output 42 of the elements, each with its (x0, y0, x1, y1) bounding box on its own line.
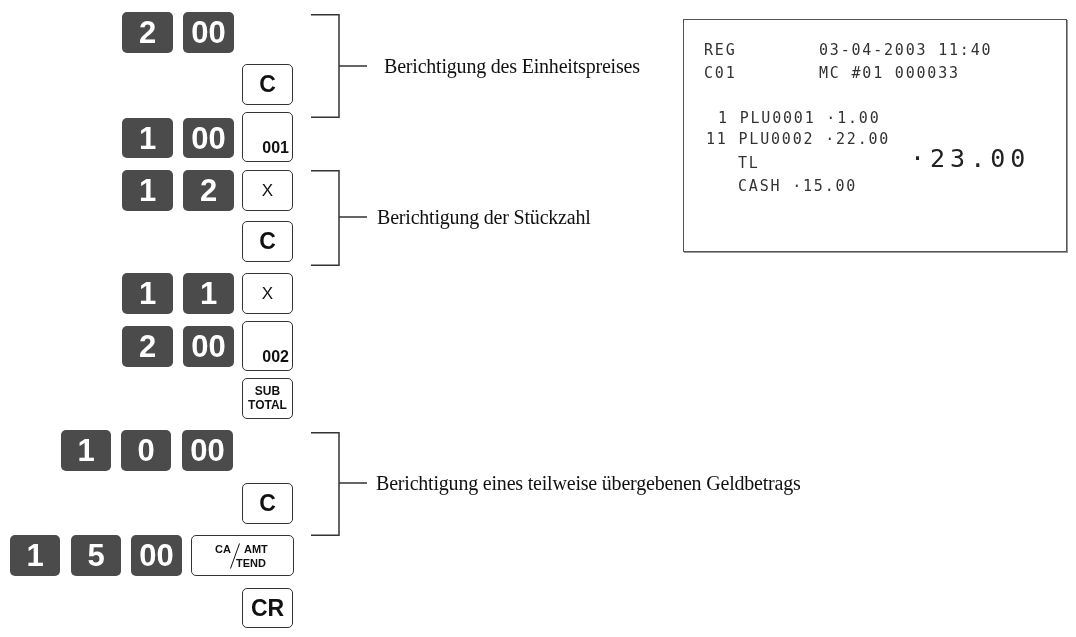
function-key: C (242, 221, 293, 262)
number-key: 00 (182, 430, 233, 471)
number-key: 2 (122, 12, 173, 53)
number-key: 0 (121, 430, 171, 471)
number-key: 5 (71, 535, 121, 576)
function-key: 001 (242, 112, 293, 162)
function-key: C (242, 64, 293, 105)
receipt-text: TL (738, 155, 760, 172)
number-key: 1 (122, 273, 173, 314)
key-legend: CA (215, 544, 231, 555)
annotation: Berichtigung der Stückzahl (377, 205, 591, 229)
annotation: Berichtigung des Einheitspreises (384, 54, 640, 78)
number-key: 2 (122, 326, 173, 367)
receipt-text: 03-04-2003 11:40 (819, 42, 993, 59)
receipt-total: ·23.00 (910, 145, 1031, 173)
function-key: X (242, 170, 293, 211)
receipt (683, 19, 1067, 252)
function-key: 002 (242, 321, 293, 371)
annotation: Berichtigung eines teilweise übergebenen Geldbetrags (376, 471, 801, 495)
key-legend: TEND (236, 558, 266, 569)
number-key: 1 (122, 118, 173, 158)
receipt-text: C01 (704, 65, 737, 82)
function-key (191, 535, 294, 576)
function-key: X (242, 273, 293, 314)
key-legend: AMT (244, 544, 268, 555)
receipt-text: 11 PLU0002 ·22.00 (706, 131, 891, 148)
number-key: 00 (183, 118, 234, 158)
number-key: 00 (131, 535, 182, 576)
number-key: 00 (183, 12, 234, 53)
receipt-text: REG (704, 42, 737, 59)
number-key: 1 (183, 273, 234, 314)
number-key: 1 (10, 535, 60, 576)
number-key: 2 (183, 170, 234, 211)
number-key: 00 (183, 326, 234, 367)
receipt-text: MC #01 000033 (819, 65, 960, 82)
function-key: CR (242, 588, 293, 628)
number-key: 1 (122, 170, 173, 211)
receipt-text: CASH ·15.00 (738, 178, 858, 195)
receipt-text: 1 PLU0001 ·1.00 (718, 110, 881, 127)
number-key: 1 (61, 430, 111, 471)
function-key: C (242, 483, 293, 524)
function-key: SUB TOTAL (242, 378, 293, 419)
